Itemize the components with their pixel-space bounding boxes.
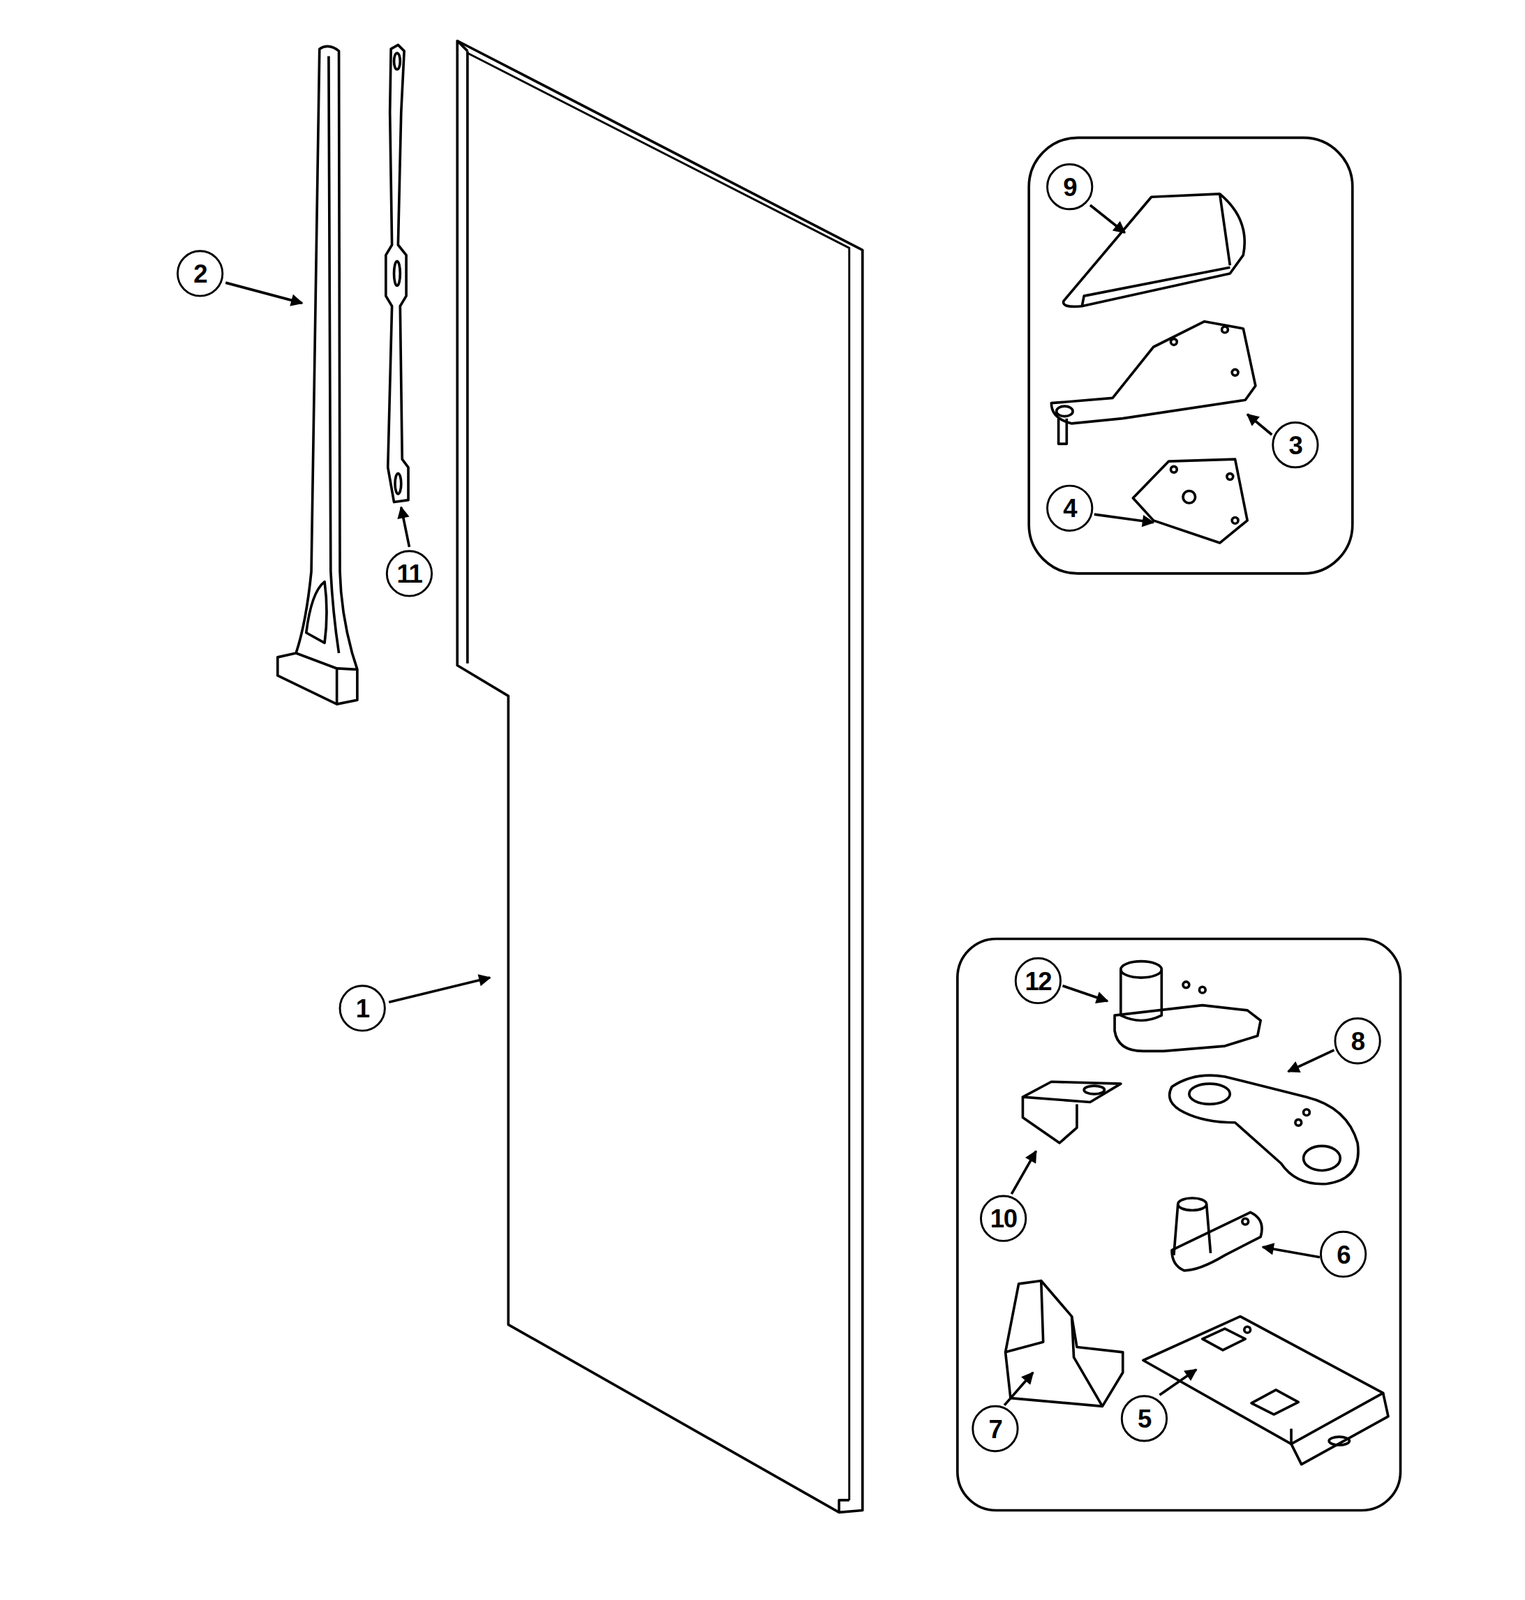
callout-circle: 2 [176,249,224,297]
top-hinge [1051,321,1256,445]
hinge-pin [1114,961,1261,1052]
callout-circle: 3 [1271,421,1319,469]
callout-circle: 6 [1319,1231,1367,1278]
hinge-shim [1132,459,1248,543]
callout-circle: 4 [1046,485,1093,532]
callout-number: 4 [1062,495,1077,522]
callout-circle: 8 [1333,1017,1381,1065]
hinge-cover-bottom [1005,1280,1123,1407]
callout-number: 1 [355,995,370,1022]
callout-number: 7 [988,1416,1002,1442]
hinge-bushing-plate [1169,1075,1359,1185]
door-panel [457,41,863,1514]
callout-number: 12 [1024,968,1052,994]
hinge-cover [1063,194,1246,308]
callout-number: 8 [1351,1028,1365,1054]
callout-circle: 9 [1046,163,1093,211]
group-box [1028,137,1353,574]
callout-circle: 7 [971,1405,1019,1453]
door-handle-strip [277,46,358,705]
callout-number: 6 [1336,1241,1350,1268]
leader-arrows [225,205,1334,1406]
group-box [957,939,1401,1512]
callout-number: 2 [193,261,207,287]
hinge-pin-small [1171,1198,1262,1271]
callout-circle: 12 [1014,957,1062,1005]
callout-number: 3 [1288,432,1302,458]
bottom-hinge-bracket [1143,1317,1389,1465]
callout-circle: 5 [1120,1395,1168,1442]
callout-number: 5 [1137,1406,1151,1433]
callout-number: 11 [397,561,423,587]
callout-circle: 11 [385,549,433,597]
bracket [1022,1081,1121,1144]
callout-circle: 10 [979,1195,1027,1243]
hinge-strap [385,44,409,502]
callout-circle: 1 [339,984,386,1032]
callout-number: 9 [1062,173,1077,200]
callout-number: 10 [990,1206,1017,1232]
